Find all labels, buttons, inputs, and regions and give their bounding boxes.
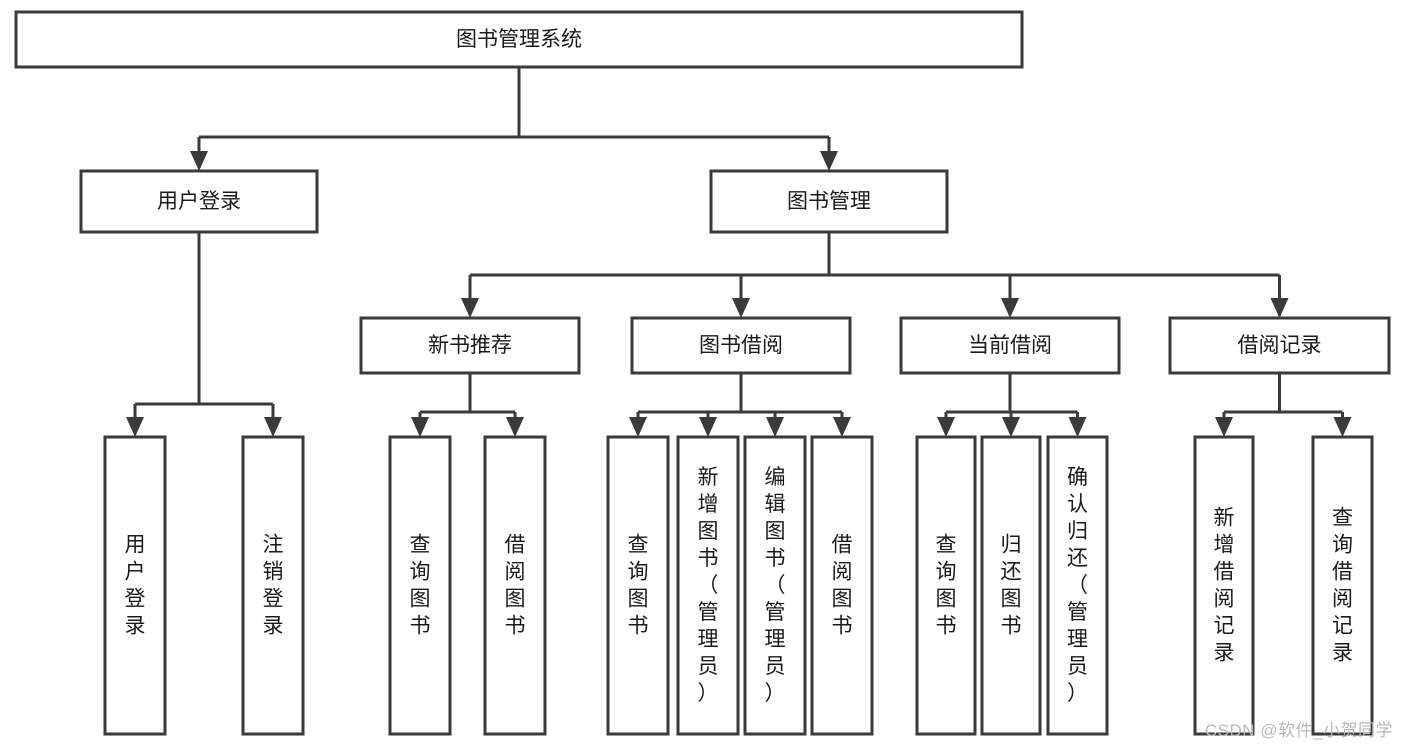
node-leaf-query-book-bb[interactable]: 查询图书 (606, 435, 670, 736)
node-label-leaf-query-record: 查询借阅记录 (1332, 507, 1353, 665)
node-box-leaf-borrow-book-bb (810, 435, 874, 736)
node-box-leaf-logout (241, 435, 305, 736)
arrow-head-leaf-user-login (126, 417, 144, 437)
node-box-leaf-borrow-book-nbr (483, 435, 547, 736)
node-label-leaf-add-book: 新增图书（管理员） (698, 466, 719, 705)
node-label-leaf-user-login: 用户登录 (125, 534, 146, 638)
node-label-leaf-query-book-bb: 查询图书 (628, 534, 649, 638)
arrow-head-book-borrow (732, 298, 750, 318)
node-leaf-user-login[interactable]: 用户登录 (103, 435, 167, 736)
arrow-head-leaf-borrow-book-bb (833, 417, 851, 437)
arrow-head-new-book-recommend (461, 298, 479, 318)
node-label-leaf-edit-book: 编辑图书（管理员） (765, 466, 786, 705)
node-current-borrow[interactable]: 当前借阅 (899, 316, 1121, 375)
arrow-head-leaf-edit-book (766, 417, 784, 437)
arrow-head-leaf-confirm-return (1068, 417, 1087, 437)
node-leaf-borrow-book-nbr[interactable]: 借阅图书 (483, 435, 547, 736)
node-leaf-edit-book[interactable]: 编辑图书（管理员） (743, 435, 807, 736)
node-root[interactable]: 图书管理系统 (14, 10, 1024, 69)
arrow-head-current-borrow (1001, 298, 1019, 318)
arrow-head-borrow-record (1270, 298, 1289, 318)
node-label-leaf-borrow-book-nbr: 借阅图书 (505, 534, 526, 638)
node-user-login[interactable]: 用户登录 (79, 169, 319, 234)
node-box-leaf-confirm-return (1046, 435, 1109, 736)
node-box-book-borrow (630, 316, 852, 375)
node-label-root: 图书管理系统 (456, 28, 582, 51)
node-label-user-login: 用户登录 (157, 190, 241, 213)
node-leaf-logout[interactable]: 注销登录 (241, 435, 305, 736)
node-borrow-record[interactable]: 借阅记录 (1168, 316, 1391, 375)
node-box-leaf-return-book (980, 435, 1042, 736)
node-box-new-book-recommend (359, 316, 581, 375)
node-label-book-manage: 图书管理 (787, 190, 871, 213)
node-label-new-book-recommend: 新书推荐 (428, 334, 512, 357)
node-box-leaf-add-record (1193, 435, 1255, 736)
node-box-root (14, 10, 1024, 69)
node-box-leaf-edit-book (743, 435, 807, 736)
arrow-head-leaf-logout (264, 417, 282, 437)
node-leaf-query-record[interactable]: 查询借阅记录 (1311, 435, 1374, 736)
arrow-head-leaf-borrow-book-nbr (506, 417, 524, 437)
arrow-head-leaf-add-book (699, 417, 717, 437)
node-box-leaf-add-book (676, 435, 740, 736)
arrow-head-user-login (190, 151, 208, 171)
node-leaf-return-book[interactable]: 归还图书 (980, 435, 1042, 736)
connector-layer (126, 67, 1352, 437)
node-leaf-add-record[interactable]: 新增借阅记录 (1193, 435, 1255, 736)
node-box-user-login (79, 169, 319, 234)
watermark-text: CSDN @软件_小贺同学 (1204, 721, 1393, 740)
node-label-borrow-record: 借阅记录 (1238, 334, 1322, 357)
node-new-book-recommend[interactable]: 新书推荐 (359, 316, 581, 375)
node-leaf-confirm-return[interactable]: 确认归还（管理员） (1046, 435, 1109, 736)
node-book-borrow[interactable]: 图书借阅 (630, 316, 852, 375)
arrow-head-leaf-add-record (1215, 417, 1233, 437)
node-box-leaf-query-record (1311, 435, 1374, 736)
node-label-leaf-borrow-book-bb: 借阅图书 (832, 534, 853, 638)
node-box-leaf-query-book-bb (606, 435, 670, 736)
arrow-head-leaf-query-record (1333, 417, 1352, 437)
arrow-head-leaf-query-book-nbr (411, 417, 429, 437)
node-box-book-manage (709, 169, 949, 234)
node-label-leaf-query-book-cb: 查询图书 (936, 534, 957, 638)
node-label-leaf-query-book-nbr: 查询图书 (410, 534, 431, 638)
arrow-head-leaf-query-book-bb (629, 417, 647, 437)
node-leaf-query-book-nbr[interactable]: 查询图书 (388, 435, 452, 736)
node-label-leaf-add-record: 新增借阅记录 (1214, 507, 1235, 665)
node-leaf-borrow-book-bb[interactable]: 借阅图书 (810, 435, 874, 736)
node-label-leaf-logout: 注销登录 (263, 534, 284, 638)
node-label-leaf-return-book: 归还图书 (1001, 534, 1022, 638)
node-layer: 图书管理系统用户登录图书管理新书推荐图书借阅当前借阅借阅记录用户登录注销登录查询… (14, 10, 1391, 736)
node-leaf-query-book-cb[interactable]: 查询图书 (915, 435, 977, 736)
node-leaf-add-book[interactable]: 新增图书（管理员） (676, 435, 740, 736)
node-box-leaf-user-login (103, 435, 167, 736)
node-book-manage[interactable]: 图书管理 (709, 169, 949, 234)
node-label-current-borrow: 当前借阅 (968, 334, 1052, 357)
node-box-borrow-record (1168, 316, 1391, 375)
node-box-current-borrow (899, 316, 1121, 375)
arrow-head-book-manage (820, 151, 838, 171)
arrow-head-leaf-query-book-cb (937, 417, 955, 437)
node-label-leaf-confirm-return: 确认归还（管理员） (1067, 466, 1088, 705)
node-label-book-borrow: 图书借阅 (699, 334, 783, 357)
node-box-leaf-query-book-nbr (388, 435, 452, 736)
arrow-head-leaf-return-book (1002, 417, 1020, 437)
node-box-leaf-query-book-cb (915, 435, 977, 736)
